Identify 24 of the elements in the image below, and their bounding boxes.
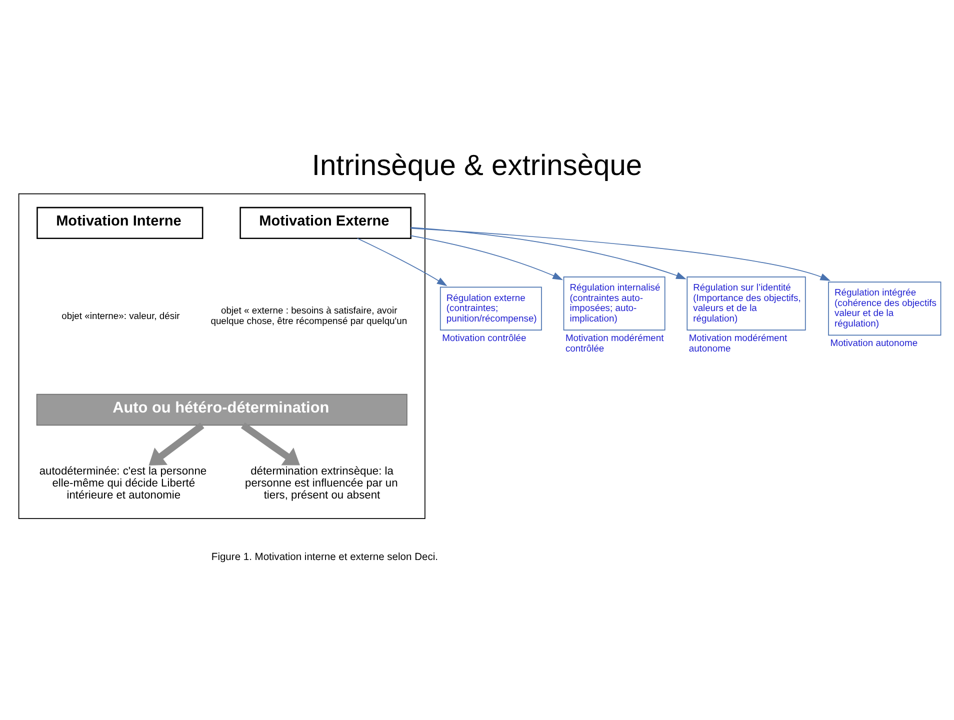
arrow xyxy=(148,422,204,465)
caption: Figure 1. Motivation interne et externe selon Deci. xyxy=(211,551,438,562)
arrow xyxy=(410,226,686,279)
node-box: Motivation Externe xyxy=(240,206,412,239)
node-text: détermination extrinsèque: la personne est influencée par un tiers, présent ou absent xyxy=(245,464,398,501)
cluster xyxy=(18,192,426,519)
diagram-title: Intrinsèque & extrinsèque xyxy=(312,150,642,182)
arrow xyxy=(410,234,563,280)
node-box: Auto ou hétéro-détermination xyxy=(36,393,408,426)
node-label: Motivation modérément contrôlée xyxy=(565,332,664,353)
node-box: Régulation externe (contraintes; punition/récompense) xyxy=(440,286,542,330)
label: objet « externe : besoins à satisfaire, avoir quelque chose, être récompensé par quelqu'un xyxy=(210,304,408,326)
node-box: Régulation internalisé (contraintes auto-imposées; auto-implication) xyxy=(563,276,666,330)
node-box: Motivation Interne xyxy=(36,206,204,239)
label: objet «interne»: valeur, désir xyxy=(62,309,180,320)
arrow xyxy=(240,422,300,465)
arrow xyxy=(356,237,448,286)
node-label: Motivation contrôlée xyxy=(442,332,526,343)
node-label: Motivation modérément autonome xyxy=(688,332,788,353)
node-label: Motivation autonome xyxy=(830,336,918,348)
node-text: autodéterminée: c'est la personne elle-même qui décide Liberté intérieure et autonomie xyxy=(39,464,207,501)
arrow xyxy=(410,227,831,280)
node-box: Régulation intégrée (cohérence des objectifs valeur et de la régulation) xyxy=(828,281,942,336)
node-box: Régulation sur l’identité (Importance des objectifs, valeurs et de la régulation) xyxy=(686,276,806,330)
